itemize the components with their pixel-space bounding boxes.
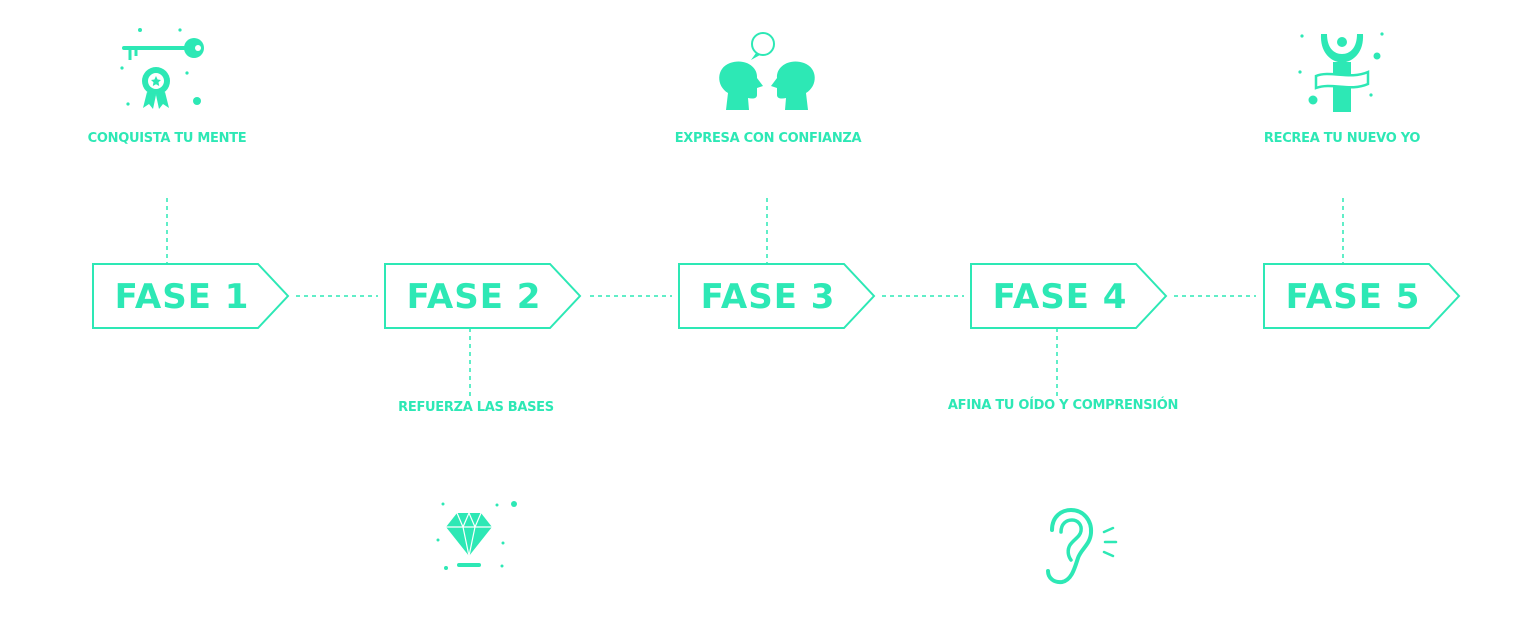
phase-box-2 bbox=[384, 263, 582, 329]
ear-icon bbox=[1046, 507, 1118, 585]
phase-box-3 bbox=[678, 263, 876, 329]
phase-caption-4: AFINA TU OÍDO Y COMPRENSIÓN bbox=[947, 398, 1179, 413]
phase-label-4: FASE 4 bbox=[993, 277, 1128, 317]
phase-box-4 bbox=[970, 263, 1168, 329]
diamond-icon bbox=[436, 501, 517, 570]
key-medal-icon bbox=[120, 28, 204, 109]
phase-box-1 bbox=[92, 263, 290, 329]
phase-caption-5: RECREA TU NUEVO YO bbox=[1263, 131, 1421, 146]
phase-box-5 bbox=[1263, 263, 1461, 329]
phase-label-3: FASE 3 bbox=[701, 277, 836, 317]
phase-caption-1: CONQUISTA TU MENTE bbox=[87, 131, 247, 146]
phase-caption-2: REFUERZA LAS BASES bbox=[398, 400, 554, 415]
person-breaking-ribbon-icon bbox=[1298, 32, 1384, 112]
phase-label-1: FASE 1 bbox=[115, 277, 250, 317]
two-heads-talking-icon bbox=[719, 32, 815, 110]
phase-caption-3: EXPRESA CON CONFIANZA bbox=[674, 131, 862, 146]
phase-label-5: FASE 5 bbox=[1286, 277, 1421, 317]
phase-label-2: FASE 2 bbox=[407, 277, 542, 317]
